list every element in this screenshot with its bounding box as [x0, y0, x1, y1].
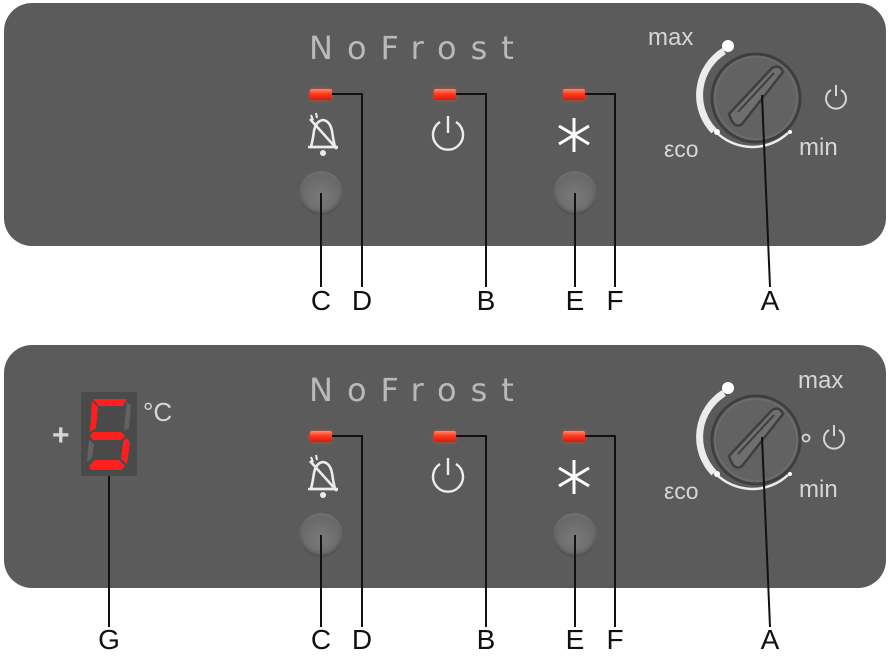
control-panel-top: NoFrost max εco min — [4, 3, 886, 246]
control-panel-bottom: NoFrost max εco min — [4, 345, 886, 588]
temperature-unit: °C — [143, 397, 173, 427]
callout-f: F — [606, 285, 624, 316]
alarm-off-icon — [308, 454, 338, 498]
power-led — [434, 431, 456, 442]
knob-max-label: max — [798, 367, 844, 394]
snowflake-icon — [558, 460, 590, 494]
knob-min-label: min — [799, 476, 838, 503]
brand-nofrost: NoFrost — [309, 371, 528, 409]
super-freeze-button[interactable] — [553, 513, 597, 557]
snowflake-icon — [558, 118, 590, 152]
alarm-led — [310, 431, 332, 442]
alarm-button[interactable] — [299, 513, 343, 557]
callout-d: D — [351, 285, 373, 316]
super-freeze-led — [563, 89, 585, 100]
callout-a: A — [760, 285, 780, 316]
callout-a: A — [760, 624, 780, 655]
temperature-knob[interactable] — [684, 370, 814, 510]
off-icon — [825, 85, 847, 110]
power-icon — [431, 116, 465, 151]
brand-nofrost: NoFrost — [309, 29, 528, 67]
temperature-digit — [87, 399, 131, 470]
knob-eco-label: εco — [664, 478, 699, 504]
temperature-sign: + — [52, 419, 70, 452]
alarm-button[interactable] — [299, 171, 343, 215]
callout-d: D — [351, 624, 373, 655]
callout-g: G — [98, 624, 120, 655]
callout-b: B — [476, 285, 496, 316]
super-freeze-button[interactable] — [553, 171, 597, 215]
knob-min-label: min — [799, 134, 838, 161]
knob-max-label: max — [648, 24, 694, 51]
super-freeze-led — [563, 431, 585, 442]
power-icon — [431, 458, 465, 493]
callout-c: C — [310, 624, 332, 655]
temperature-display — [81, 392, 137, 476]
callout-b: B — [476, 624, 496, 655]
callout-e: E — [565, 285, 585, 316]
alarm-off-icon — [308, 112, 338, 156]
off-icon — [801, 425, 845, 450]
callout-e: E — [565, 624, 585, 655]
knob-eco-label: εco — [664, 136, 699, 162]
power-led — [434, 89, 456, 100]
callout-c: C — [310, 285, 332, 316]
alarm-led — [310, 89, 332, 100]
temperature-knob[interactable] — [684, 28, 814, 168]
callout-f: F — [606, 624, 624, 655]
